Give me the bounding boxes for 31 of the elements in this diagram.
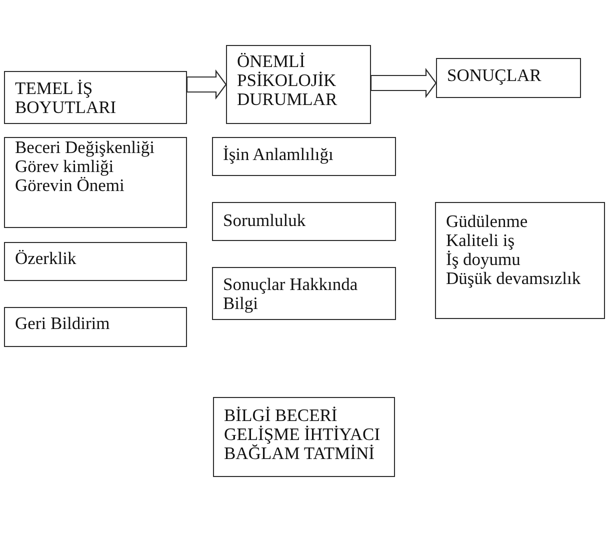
factor-text: Beceri Değişkenliği [15, 138, 154, 157]
block-arrow [370, 68, 437, 98]
factor-box [4, 242, 187, 281]
state-box [212, 137, 396, 176]
state-box [212, 202, 396, 241]
moderator-box [213, 397, 395, 477]
outcome-text: İş doyumu [446, 250, 520, 269]
heading-text: ÖNEMLİ PSİKOLOJİK DURUMLAR [237, 52, 338, 109]
category-box [436, 58, 581, 98]
factor-box [4, 307, 187, 347]
factor-text: Görevin Önemi [15, 176, 124, 195]
moderator-text: BAĞLAM TATMİNİ [224, 444, 374, 463]
category-box [226, 45, 371, 124]
heading-text: TEMEL İŞ BOYUTLARI [15, 79, 118, 117]
moderator-text: BİLGİ BECERİ [224, 406, 338, 425]
state-text: İşin Anlamlılığı [223, 145, 334, 164]
block-arrow [186, 69, 227, 100]
outcome-box [435, 202, 605, 319]
factor-text: Özerklik [15, 249, 76, 268]
state-text: Sorumluluk [223, 211, 306, 230]
state-box [212, 267, 396, 320]
category-box [4, 71, 187, 124]
outcome-text: Güdülenme [446, 212, 528, 231]
moderator-text: GELİŞME İHTİYACI [224, 425, 380, 444]
outcome-text: Kaliteli iş [446, 231, 515, 250]
state-text: Sonuçlar Hakkında Bilgi [223, 275, 359, 313]
outcome-text: Düşük devamsızlık [446, 269, 581, 288]
factor-box [4, 137, 187, 228]
heading-text: SONUÇLAR [447, 66, 542, 85]
factor-text: Görev kimliği [15, 157, 114, 176]
factor-text: Geri Bildirim [15, 314, 110, 333]
